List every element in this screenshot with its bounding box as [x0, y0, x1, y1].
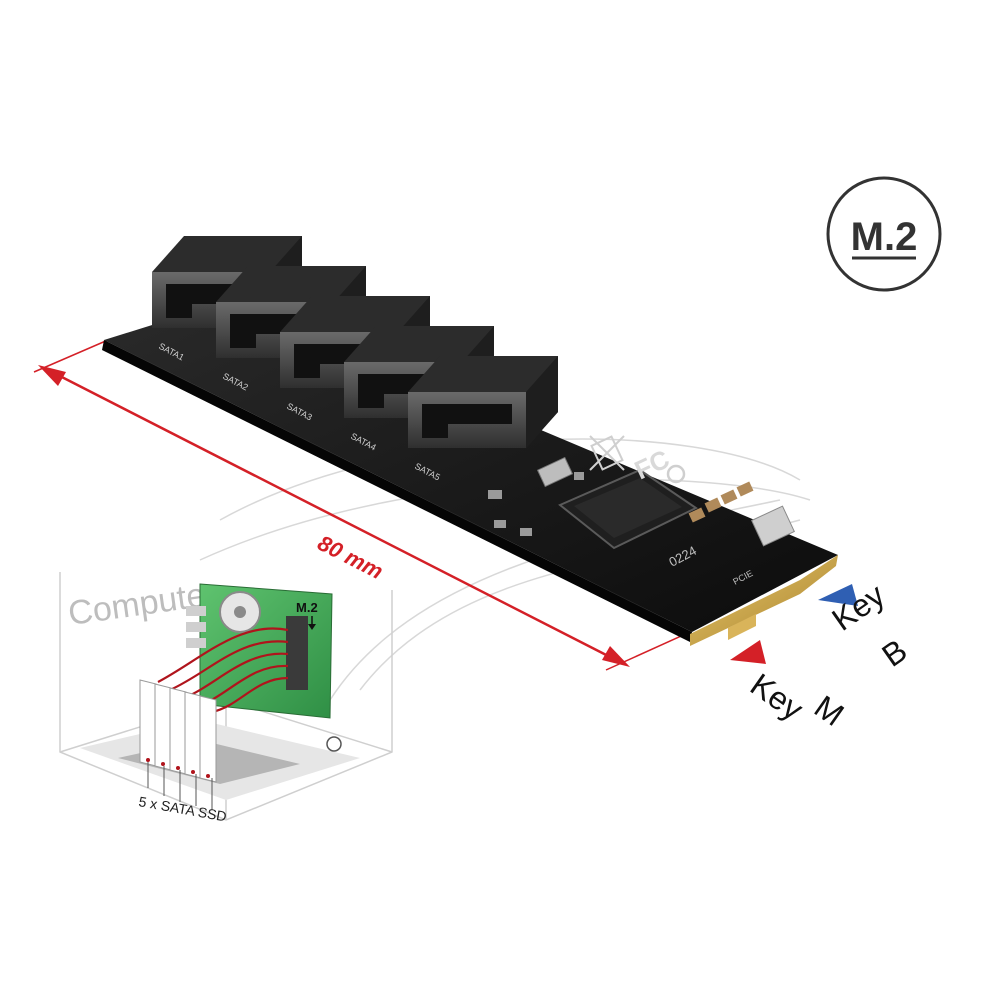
ssd-stack — [139, 679, 217, 783]
ssd-drive — [154, 683, 172, 771]
ssd-port-dot — [161, 762, 165, 766]
arrow-left-icon — [38, 365, 66, 386]
inset-motherboard: M.2 — [186, 583, 342, 752]
ssd-port-dot — [176, 766, 180, 770]
inductor — [751, 505, 795, 547]
passive-components — [488, 472, 754, 536]
ssd-drive — [184, 691, 202, 779]
sata-port — [408, 356, 558, 448]
controller-chip — [558, 468, 698, 550]
key-m-letter: M — [808, 688, 850, 733]
m2-badge: M.2 — [826, 176, 942, 292]
ssd-port-dot — [146, 758, 150, 762]
inset-m2-label: M.2 — [296, 600, 318, 615]
key-b-letter: B — [875, 632, 913, 674]
key-m-word: Key — [744, 666, 810, 727]
ssd-drive — [139, 679, 157, 767]
crystal-oscillator — [536, 456, 574, 488]
weee-crossed-bin-mark — [589, 435, 625, 471]
key-m-triangle-icon — [730, 640, 766, 664]
ssd-drive — [199, 695, 217, 783]
ssd-port-dot — [206, 774, 210, 778]
inset-illustration: Computer M.2 — [59, 572, 393, 824]
inset-m2-card — [286, 616, 308, 690]
ssd-count-label: 5 x SATA SSD — [137, 793, 227, 824]
ssd-port-dot — [191, 770, 195, 774]
arrow-right-icon — [602, 646, 630, 667]
ce-mark — [666, 464, 686, 484]
ssd-drive — [169, 687, 187, 775]
key-b-triangle-icon — [818, 584, 858, 606]
key-b-marker: Key B — [818, 577, 913, 674]
gold-edge-connector — [690, 555, 838, 646]
ssd-pointer-lines — [147, 762, 213, 810]
key-b-word: Key — [825, 577, 891, 638]
key-m-marker: Key M — [730, 640, 850, 733]
m2-badge-text: M.2 — [851, 215, 918, 259]
